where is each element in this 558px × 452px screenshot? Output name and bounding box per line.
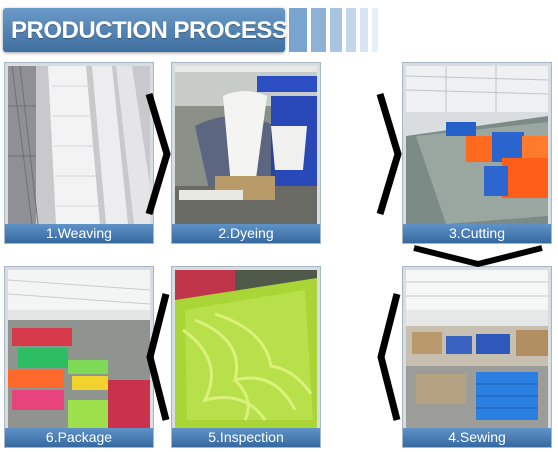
step-label: 2.Dyeing [172, 224, 320, 243]
arrow-left-icon [146, 292, 170, 422]
arrow-left-icon [377, 292, 401, 422]
banner-stripe [372, 8, 378, 52]
step-dyeing: 2.Dyeing [171, 62, 321, 244]
step-sewing: 4.Sewing [402, 266, 552, 448]
banner-stripe [360, 8, 368, 52]
banner-stripe [346, 8, 356, 52]
banner: PRODUCTION PROCESS [3, 8, 288, 52]
step-label: 1.Weaving [5, 224, 153, 243]
sewing-photo [406, 270, 548, 428]
inspection-photo [175, 270, 317, 428]
step-label: 4.Sewing [403, 428, 551, 447]
step-inspection: 5.Inspection [171, 266, 321, 448]
banner-stripe [311, 8, 326, 52]
dyeing-photo [175, 66, 317, 224]
arrow-right-icon [376, 92, 402, 216]
step-label: 5.Inspection [172, 428, 320, 447]
arrow-down-icon [412, 245, 544, 267]
step-label: 6.Package [5, 428, 153, 447]
page-title: PRODUCTION PROCESS [11, 17, 288, 44]
cutting-photo [406, 66, 548, 224]
banner-stripe [289, 8, 307, 52]
step-package: 6.Package [4, 266, 154, 448]
step-label: 3.Cutting [403, 224, 551, 243]
weaving-photo [8, 66, 150, 224]
banner-stripe [330, 8, 342, 52]
step-cutting: 3.Cutting [402, 62, 552, 244]
step-weaving: 1.Weaving [4, 62, 154, 244]
package-photo [8, 270, 150, 428]
arrow-right-icon [145, 92, 171, 216]
